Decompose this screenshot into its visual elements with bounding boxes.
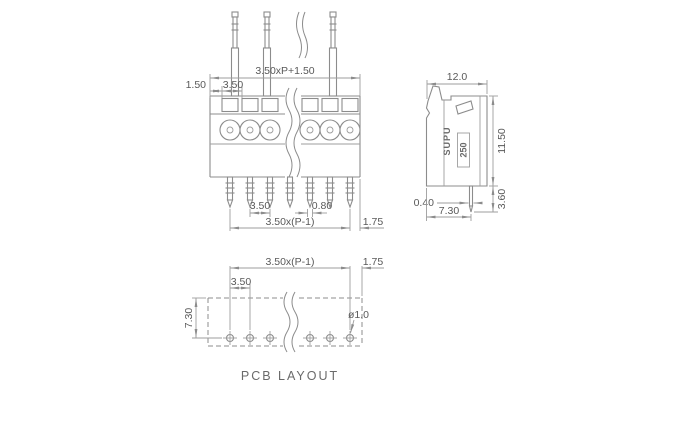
front-body-break-line xyxy=(285,87,301,178)
front-top-break-line xyxy=(296,11,308,59)
side-dimensions: 12.0 11.50 3.60 0.40 7.30 xyxy=(414,71,508,221)
solder-pin xyxy=(305,176,315,209)
side-series-frame xyxy=(457,132,470,168)
solder-pin xyxy=(325,176,335,209)
pcb-hole-pitch-dim: 3.50 xyxy=(231,276,252,288)
front-wire-entry-holes xyxy=(219,119,361,141)
front-pin-width-dim: 0.80 xyxy=(312,200,333,212)
side-depth-dim: 12.0 xyxy=(447,71,468,83)
drill-hole xyxy=(323,331,337,345)
front-pin-pitch-dim: 3.50 xyxy=(250,200,271,212)
side-wire-slot xyxy=(455,100,474,115)
front-actuator-buttons xyxy=(221,97,359,113)
front-overall-width-dim: 3.50xP+1.50 xyxy=(255,65,314,77)
pcb-outline xyxy=(207,297,363,347)
drill-hole xyxy=(263,331,277,345)
side-housing-outline xyxy=(425,85,488,187)
solder-pin xyxy=(345,176,355,209)
solder-pin xyxy=(245,176,255,209)
pcb-drill-holes xyxy=(223,331,357,345)
pcb-hole-diameter-dim: ø1.0 xyxy=(348,309,369,321)
pcb-right-margin-dim: 1.75 xyxy=(363,256,384,268)
side-pin-length-dim: 3.60 xyxy=(496,189,508,210)
front-pitch-dim: 3.50 xyxy=(223,79,244,91)
front-top-pins xyxy=(230,11,338,97)
side-view: SUPU 250 12.0 11.50 3.60 0.40 xyxy=(414,71,508,221)
pcb-layout: 3.50x(P-1) 1.75 3.50 7.30 ø1.0 PCB LAYOU… xyxy=(183,256,384,383)
solder-pin xyxy=(265,176,275,209)
pcb-layout-caption: PCB LAYOUT xyxy=(241,369,339,383)
pcb-hole-span-dim: 3.50x(P-1) xyxy=(265,256,314,268)
side-series-text: 250 xyxy=(459,142,469,157)
side-solder-pin xyxy=(468,185,474,213)
side-brand-text: SUPU xyxy=(442,126,452,155)
side-pin-offset-dim: 7.30 xyxy=(439,205,460,217)
front-left-margin-dim: 1.50 xyxy=(186,79,207,91)
front-view: 3.50xP+1.50 1.50 3.50 3.50 0.80 3.50x(P-… xyxy=(186,11,384,231)
front-solder-pins xyxy=(225,176,355,209)
side-pin-thickness-dim: 0.40 xyxy=(414,197,435,209)
drill-hole xyxy=(343,331,357,345)
pcb-row-offset-dim: 7.30 xyxy=(183,308,195,329)
pcb-break-line xyxy=(283,291,299,353)
drill-hole xyxy=(223,331,237,345)
solder-pin xyxy=(225,176,235,209)
front-right-margin-dim: 1.75 xyxy=(363,216,384,228)
drill-hole xyxy=(243,331,257,345)
front-pin-span-dim: 3.50x(P-1) xyxy=(265,216,314,228)
solder-pin xyxy=(285,176,295,209)
pcb-dimensions: 3.50x(P-1) 1.75 3.50 7.30 ø1.0 xyxy=(183,256,384,339)
front-dimensions: 3.50xP+1.50 1.50 3.50 3.50 0.80 3.50x(P-… xyxy=(186,65,384,231)
drill-hole xyxy=(303,331,317,345)
side-height-dim: 11.50 xyxy=(496,128,508,154)
